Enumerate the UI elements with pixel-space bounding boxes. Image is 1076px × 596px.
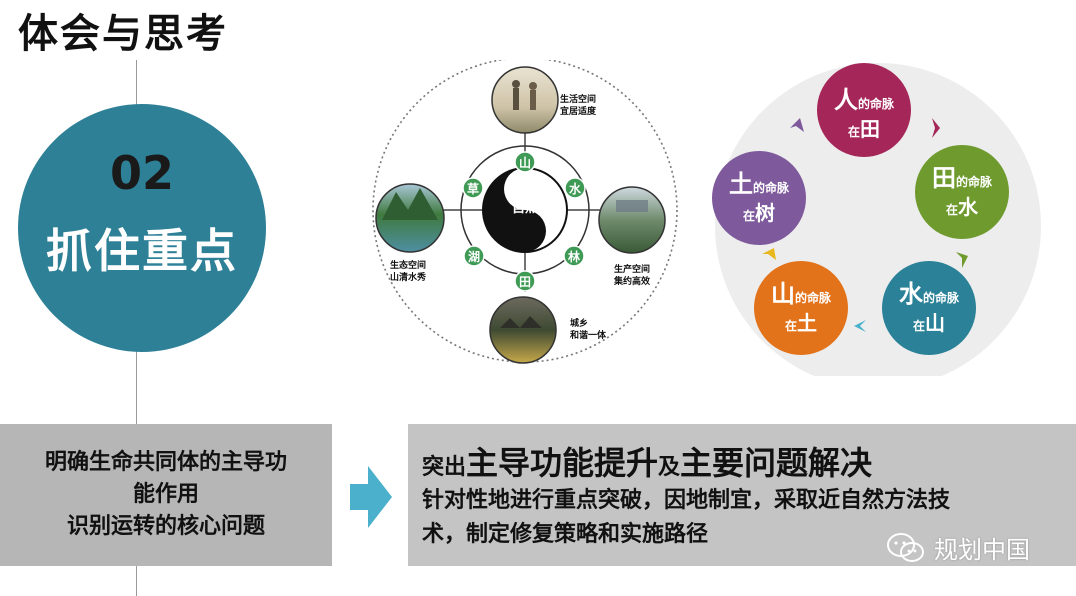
svg-text:在田: 在田	[848, 117, 880, 141]
svg-text:在土: 在土	[785, 311, 817, 335]
node-living-label2: 宜居适度	[560, 105, 597, 117]
node-production-label1: 生产空间	[614, 263, 650, 275]
element-hu: 湖	[463, 245, 485, 267]
svg-text:山的命脉: 山的命脉	[771, 280, 832, 308]
cycle-arrow-3	[854, 320, 866, 332]
section-title: 抓住重点	[46, 224, 238, 278]
element-lin: 林	[563, 245, 585, 267]
element-shui: 水	[564, 177, 586, 199]
node-urban-label2: 和谐一体	[569, 329, 607, 341]
svg-text:水的命脉: 水的命脉	[899, 280, 960, 308]
nature-human-diagram: 自然 人 山 水 林 田 湖 草	[372, 60, 678, 364]
svg-text:土的命脉: 土的命脉	[729, 170, 790, 198]
right-summary-box: 突出主导功能提升及主要问题解决 针对性地进行重点突破，因地制宜，采取近自然方法技…	[408, 424, 1076, 566]
right-box-body: 针对性地进行重点突破，因地制宜，采取近自然方法技术，制定修复策略和实施路径	[422, 488, 951, 547]
element-tian: 田	[514, 270, 536, 292]
watermark: 规划中国	[886, 530, 1030, 565]
cycle-node-ren: 人的命脉 在田	[817, 63, 911, 157]
left-box-line-2: 能作用	[132, 482, 199, 507]
svg-text:湖: 湖	[468, 249, 480, 264]
left-box-line-1: 明确生命共同体的主导功	[44, 450, 287, 475]
svg-text:水: 水	[569, 181, 582, 196]
yin-yang-core	[482, 167, 568, 253]
page-title: 体会与思考	[18, 11, 228, 57]
node-living-label1: 生活空间	[560, 93, 596, 105]
cycle-arrow-4	[762, 248, 776, 260]
life-cycle-diagram: 人的命脉 在田 田的命脉 在水 水的命脉 在山 山的命脉 在土	[712, 63, 1041, 376]
svg-text:人的命脉: 人的命脉	[834, 86, 895, 114]
photo-urban-rural	[489, 296, 557, 364]
right-box-heading: 突出主导功能提升及主要问题解决	[422, 444, 873, 482]
cycle-arrow-2	[956, 252, 968, 268]
node-eco-label2: 山清水秀	[390, 271, 426, 283]
svg-text:林: 林	[568, 249, 580, 264]
cycle-node-tu: 土的命脉 在树	[712, 151, 806, 245]
svg-text:在山: 在山	[913, 311, 945, 335]
node-eco-label1: 生态空间	[390, 259, 426, 271]
svg-text:田的命脉: 田的命脉	[932, 164, 993, 192]
photo-production-space	[598, 186, 666, 254]
node-urban-label1: 城乡	[570, 317, 588, 329]
cycle-node-shui: 水的命脉 在山	[882, 261, 976, 355]
cycle-arrow-5	[790, 118, 804, 132]
svg-text:田: 田	[519, 275, 531, 289]
right-arrow-icon	[350, 466, 392, 528]
element-cao: 草	[462, 177, 484, 199]
cycle-arrow-1	[932, 118, 940, 138]
section-number: 02	[109, 146, 174, 200]
svg-text:在水: 在水	[946, 195, 979, 219]
section-circle	[18, 104, 266, 352]
outer-dotted-ring	[372, 60, 678, 363]
cycle-node-shan: 山的命脉 在土	[754, 261, 848, 355]
photo-ecological-space	[375, 183, 445, 253]
core-bottom-label: 人	[518, 233, 532, 249]
watermark-text: 规划中国	[934, 536, 1030, 564]
element-shan: 山	[514, 151, 536, 173]
node-production-label2: 集约高效	[613, 275, 651, 287]
core-top-label: 自然	[512, 200, 538, 216]
left-box-line-3: 识别运转的核心问题	[66, 514, 265, 539]
cycle-node-tian: 田的命脉 在水	[915, 145, 1009, 239]
wechat-icon	[887, 532, 924, 562]
svg-text:山: 山	[519, 155, 531, 170]
svg-text:草: 草	[467, 181, 479, 196]
left-summary-box: 明确生命共同体的主导功 能作用 识别运转的核心问题	[0, 424, 332, 566]
photo-living-space	[491, 66, 559, 134]
svg-text:在树: 在树	[743, 201, 775, 225]
